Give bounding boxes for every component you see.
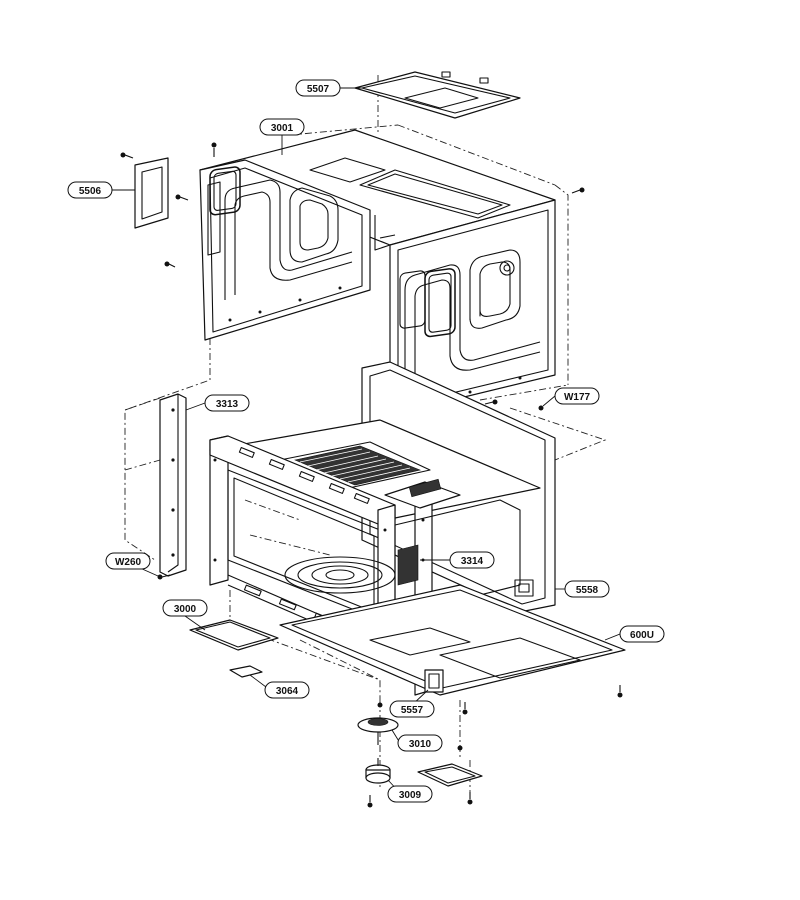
label-600U: 600U xyxy=(619,625,665,643)
part-5507-top-plate xyxy=(354,71,521,119)
label-600U-text: 600U xyxy=(630,630,654,641)
label-W260: W260 xyxy=(105,552,151,570)
part-3000-cover xyxy=(189,619,279,651)
part-3314-base-frame xyxy=(209,361,556,696)
screw xyxy=(164,261,176,268)
label-3314: 3314 xyxy=(449,551,495,569)
screw xyxy=(571,187,585,194)
screw xyxy=(457,745,463,751)
part-motor-cover xyxy=(417,763,483,787)
screw xyxy=(367,795,373,808)
label-5557-text: 5557 xyxy=(401,705,424,716)
part-3010-stirrer xyxy=(357,717,399,745)
label-3000: 3000 xyxy=(162,599,208,617)
label-W260-text: W260 xyxy=(115,557,142,568)
screw xyxy=(377,702,383,708)
label-5507: 5507 xyxy=(295,79,341,97)
part-600U-base-plate xyxy=(279,584,626,696)
screw xyxy=(467,792,473,805)
part-3001-cabinet xyxy=(199,129,556,416)
part-3009-motor xyxy=(365,758,391,784)
part-5506-gasket xyxy=(134,157,169,229)
label-W177: W177 xyxy=(554,387,600,405)
label-5506-text: 5506 xyxy=(79,186,102,197)
screw xyxy=(484,399,498,405)
screw xyxy=(157,574,171,580)
label-3001-text: 3001 xyxy=(271,123,294,134)
label-3000-text: 3000 xyxy=(174,604,197,615)
label-3010: 3010 xyxy=(397,734,443,752)
label-3009-text: 3009 xyxy=(399,790,422,801)
label-3314-text: 3314 xyxy=(461,556,484,567)
label-3010-text: 3010 xyxy=(409,739,432,750)
label-5558-text: 5558 xyxy=(576,585,599,596)
label-3001: 3001 xyxy=(259,118,305,136)
screw xyxy=(538,405,544,411)
label-5558: 5558 xyxy=(564,580,610,598)
label-5506: 5506 xyxy=(67,181,113,199)
screw xyxy=(175,194,189,201)
label-5557: 5557 xyxy=(389,700,435,718)
label-3064-text: 3064 xyxy=(276,686,299,697)
screw xyxy=(462,702,468,715)
screw xyxy=(120,152,134,159)
part-3064-pad xyxy=(229,665,263,678)
label-W177-text: W177 xyxy=(564,392,591,403)
part-3313-column xyxy=(159,393,187,577)
label-3313: 3313 xyxy=(204,394,250,412)
label-3009: 3009 xyxy=(387,785,433,803)
label-3313-text: 3313 xyxy=(216,399,239,410)
screw xyxy=(211,142,217,157)
label-5507-text: 5507 xyxy=(307,84,330,95)
label-3064: 3064 xyxy=(264,681,310,699)
screw xyxy=(617,685,623,698)
vent-grille xyxy=(294,445,422,486)
